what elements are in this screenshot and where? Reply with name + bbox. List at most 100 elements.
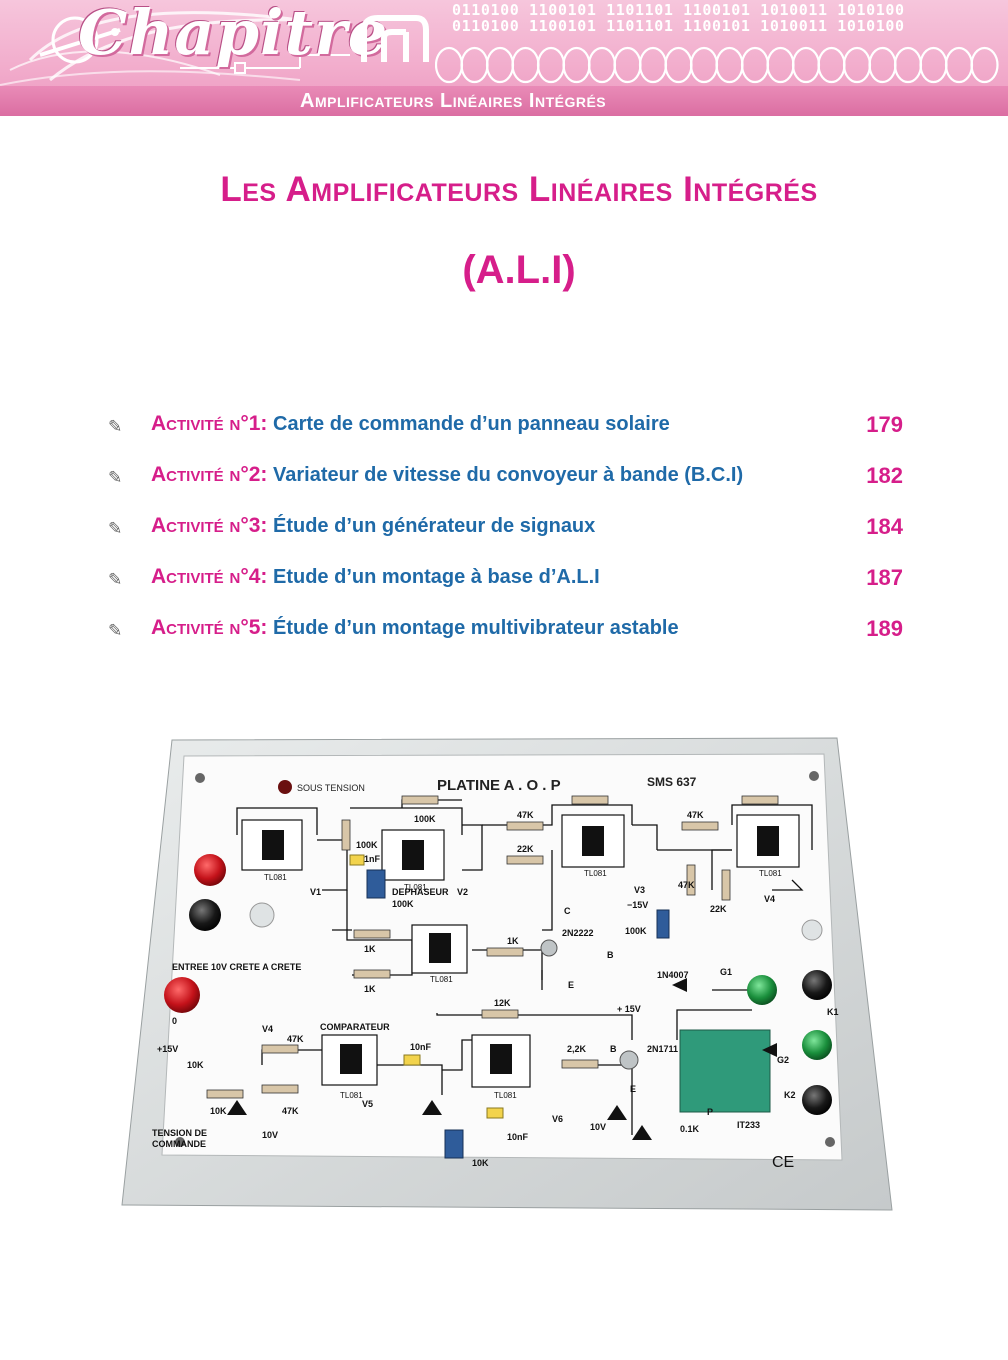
green-jack-icon (747, 975, 777, 1005)
svg-text:TL081: TL081 (430, 975, 453, 984)
chapter-title: Les Amplificateurs Linéaires Intégrés (220, 170, 818, 209)
activity-item[interactable]: ✎ Activité n°5: Étude d’un montage multi… (108, 614, 903, 648)
svg-text:10K: 10K (187, 1060, 204, 1070)
board-model: SMS 637 (647, 775, 697, 789)
svg-text:1N4007: 1N4007 (657, 970, 689, 980)
activity-page-number: 182 (866, 463, 903, 488)
svg-text:B: B (607, 950, 614, 960)
svg-text:100K: 100K (392, 899, 414, 909)
svg-text:IT233: IT233 (737, 1120, 760, 1130)
activity-item[interactable]: ✎ Activité n°1: Carte de commande d’un p… (108, 410, 903, 444)
activity-item[interactable]: ✎ Activité n°3: Étude d’un générateur de… (108, 512, 903, 546)
svg-text:10nF: 10nF (410, 1042, 432, 1052)
svg-text:V4: V4 (764, 894, 775, 904)
svg-text:2,2K: 2,2K (567, 1044, 587, 1054)
activity-description: Étude d’un générateur de signaux (273, 515, 596, 537)
svg-text:ENTREE 10V CRETE A CRETE: ENTREE 10V CRETE A CRETE (172, 962, 301, 972)
svg-text:K2: K2 (784, 1090, 796, 1100)
svg-text:47K: 47K (687, 810, 704, 820)
activity-page-number: 184 (866, 514, 903, 539)
green-jack-icon (802, 1030, 832, 1060)
black-jack-icon (802, 1085, 832, 1115)
svg-text:TL081: TL081 (264, 873, 287, 882)
chapter-header-banner: Chapitre 0110100 1100101 1101101 1100101… (0, 0, 1008, 116)
bnc-connector-icon (801, 919, 823, 941)
svg-text:0: 0 (172, 1016, 177, 1026)
svg-text:COMPARATEUR: COMPARATEUR (320, 1022, 390, 1032)
svg-text:2N2222: 2N2222 (562, 928, 594, 938)
svg-text:1K: 1K (507, 936, 519, 946)
activity-description: Etude d’un montage à base d’A.L.I (273, 566, 600, 588)
chapter-abbreviation: (A.L.I) (462, 248, 576, 292)
activity-description: Carte de commande d’un panneau solaire (273, 413, 670, 435)
svg-text:1K: 1K (364, 944, 376, 954)
activity-description: Variateur de vitesse du convoyeur à band… (273, 464, 744, 486)
pencil-icon: ✎ (108, 621, 123, 640)
binary-pattern-row: 0110100 1100101 1101101 1100101 1010011 … (452, 17, 905, 35)
thyristor-module (679, 1029, 771, 1113)
header-band (0, 86, 1008, 116)
board-title: PLATINE A . O . P (437, 777, 561, 794)
svg-text:TL081: TL081 (584, 869, 607, 878)
svg-text:10V: 10V (590, 1122, 606, 1132)
spring-coil-graphic (435, 46, 999, 84)
black-jack-icon (189, 899, 221, 931)
svg-text:100K: 100K (625, 926, 647, 936)
activity-page-number: 187 (866, 565, 903, 590)
svg-text:V3: V3 (634, 885, 645, 895)
svg-text:COMMANDE: COMMANDE (152, 1139, 206, 1149)
activity-page-number: 179 (866, 412, 903, 437)
svg-text:1nF: 1nF (364, 854, 381, 864)
pencil-icon: ✎ (108, 468, 123, 487)
svg-text:22K: 22K (710, 904, 727, 914)
header-swoosh-graphic (0, 11, 350, 86)
svg-text:TENSION DE: TENSION DE (152, 1128, 207, 1138)
power-led-icon (278, 780, 292, 794)
svg-text:2N1711: 2N1711 (647, 1044, 678, 1054)
svg-text:TL081: TL081 (759, 869, 782, 878)
svg-text:10K: 10K (210, 1106, 227, 1116)
bnc-connector-icon (249, 902, 275, 928)
red-jack-icon (164, 977, 200, 1013)
binary-pattern-row: 0110100 1100101 1101101 1100101 1010011 … (452, 1, 905, 19)
svg-text:+ 15V: + 15V (617, 1004, 641, 1014)
opamp-chip-group: TL081 TL081 TL081 TL081 TL081 TL081 TL08… (241, 814, 800, 1100)
svg-text:TL081: TL081 (404, 883, 427, 892)
chapitre-logo-word: Chapitre (78, 0, 389, 69)
svg-text:C: C (564, 906, 571, 916)
svg-text:TL081: TL081 (340, 1091, 363, 1100)
svg-text:47K: 47K (517, 810, 534, 820)
svg-text:G2: G2 (777, 1055, 789, 1065)
svg-text:+15V: +15V (157, 1044, 178, 1054)
svg-text:0.1K: 0.1K (680, 1124, 700, 1134)
svg-text:10nF: 10nF (507, 1132, 529, 1142)
svg-text:100K: 100K (414, 814, 436, 824)
svg-text:22K: 22K (517, 844, 534, 854)
screw-icon (195, 773, 205, 783)
svg-text:V2: V2 (457, 887, 468, 897)
activity-item[interactable]: ✎ Activité n°4: Etude d’un montage à bas… (108, 563, 903, 597)
svg-text:10K: 10K (472, 1158, 489, 1168)
svg-text:K1: K1 (827, 1007, 839, 1017)
activity-label: Activité n°4: (151, 565, 268, 588)
header-subtitle: Amplificateurs Linéaires Intégrés (300, 90, 607, 112)
svg-text:P: P (707, 1107, 713, 1117)
svg-text:100K: 100K (356, 840, 378, 850)
svg-text:E: E (630, 1084, 636, 1094)
pencil-icon: ✎ (108, 519, 123, 538)
pencil-icon: ✎ (108, 417, 123, 436)
svg-text:−15V: −15V (627, 900, 648, 910)
activity-item[interactable]: ✎ Activité n°2: Variateur de vitesse du … (108, 461, 903, 495)
screw-icon (825, 1137, 835, 1147)
activity-page-number: 189 (866, 616, 903, 641)
svg-text:E: E (568, 980, 574, 990)
svg-text:V5: V5 (362, 1099, 373, 1109)
svg-text:B: B (610, 1044, 617, 1054)
svg-text:1K: 1K (364, 984, 376, 994)
pencil-icon: ✎ (108, 570, 123, 589)
svg-text:CE: CE (772, 1154, 794, 1171)
svg-text:V1: V1 (310, 887, 321, 897)
activity-label: Activité n°2: (151, 463, 268, 486)
screw-icon (175, 1137, 185, 1147)
svg-text:G1: G1 (720, 967, 732, 977)
